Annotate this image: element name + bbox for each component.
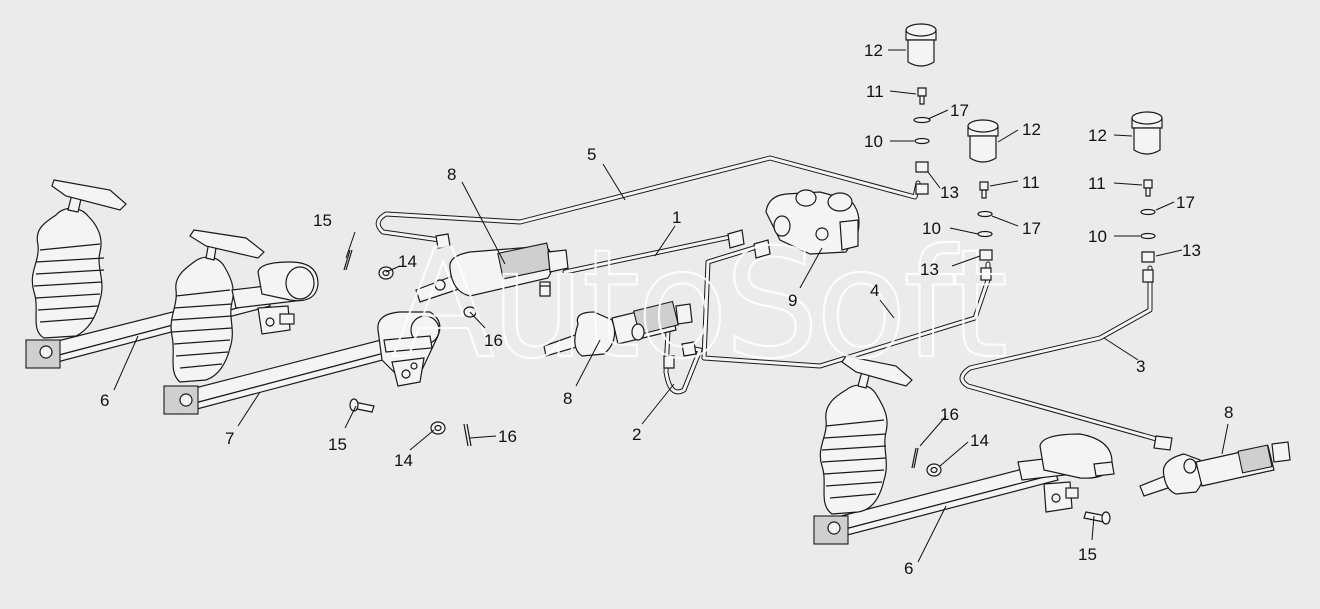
callout-16-lower: 16: [498, 427, 517, 446]
callout-17-c: 17: [1176, 193, 1195, 212]
pipe-fittings: [435, 233, 1173, 451]
callout-12-c: 12: [1088, 126, 1107, 145]
callout-14-upper: 14: [398, 252, 417, 271]
master-cylinder-8-center: [543, 300, 693, 357]
callout-10-c: 10: [1088, 227, 1107, 246]
callout-5: 5: [587, 145, 596, 164]
pedal-assembly-6-left: [25, 179, 271, 369]
washer-14-c: [926, 463, 942, 477]
callout-12-b: 12: [1022, 120, 1041, 139]
callout-13-a: 13: [940, 183, 959, 202]
callout-15-upper: 15: [313, 211, 332, 230]
callout-13-b: 13: [920, 260, 939, 279]
reservoir-stack-c: [1131, 111, 1163, 283]
callout-16-right: 16: [940, 405, 959, 424]
callout-6-left: 6: [100, 391, 109, 410]
callout-6-right: 6: [904, 559, 913, 578]
pin-15-c: [1083, 511, 1111, 525]
callout-8-upper: 8: [447, 165, 456, 184]
callout-9: 9: [788, 291, 797, 310]
callout-11-c: 11: [1088, 174, 1106, 193]
washer-14-b: [430, 421, 446, 435]
split-pin-16-b: [463, 423, 472, 447]
callout-11-b: 11: [1022, 173, 1040, 192]
washer-14-a: [378, 266, 394, 280]
master-cylinder-8-upper: [415, 242, 569, 303]
callout-10-b: 10: [922, 219, 941, 238]
pin-15-a: [349, 398, 375, 413]
split-pin-15: [343, 249, 353, 271]
reservoir-stack-b: [967, 119, 999, 281]
callout-16-upper: 16: [484, 331, 503, 350]
pipe-3: [959, 265, 1163, 443]
center-bracket: [377, 311, 441, 387]
callout-labels: 5 1 8 15 14 16 6 7 15 14 16 8 2 9 4 12 1…: [100, 41, 1233, 578]
watermark: AutoSoft: [392, 218, 1005, 392]
pedal-assembly-6-right: [813, 355, 1115, 545]
callout-12-a: 12: [864, 41, 883, 60]
callout-17-a: 17: [950, 101, 969, 120]
reservoir-stack-a: [905, 23, 937, 195]
callout-13-c: 13: [1182, 241, 1201, 260]
pipe-5: [375, 155, 921, 243]
split-pin-16-c: [911, 447, 919, 469]
callout-4: 4: [870, 281, 879, 300]
callout-10-a: 10: [864, 132, 883, 151]
callout-15-lower: 15: [328, 435, 347, 454]
callout-11-a: 11: [866, 82, 884, 101]
callout-7: 7: [225, 429, 234, 448]
callout-2: 2: [632, 425, 641, 444]
leader-lines: [113, 49, 1229, 563]
callout-3: 3: [1136, 357, 1145, 376]
callout-8-right: 8: [1224, 403, 1233, 422]
pipe-1: [562, 233, 738, 275]
callout-1: 1: [672, 208, 681, 227]
callout-14-lower: 14: [394, 451, 413, 470]
pipe-2: [663, 327, 703, 395]
master-cylinder-8-right: [1139, 441, 1291, 497]
pedal-assembly-7: [163, 229, 429, 415]
callout-14-right: 14: [970, 431, 989, 450]
callout-15-right: 15: [1078, 545, 1097, 564]
callout-8-center: 8: [563, 389, 572, 408]
valve-9: [727, 189, 860, 259]
callout-17-b: 17: [1022, 219, 1041, 238]
